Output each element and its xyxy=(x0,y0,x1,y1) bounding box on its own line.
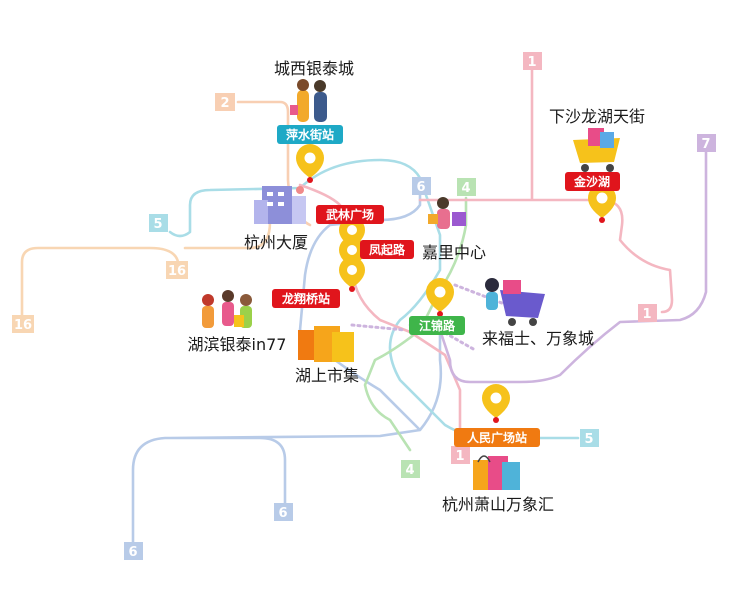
illustration-laifushi-cart xyxy=(485,278,545,326)
line-badge-1-top: 1 xyxy=(523,52,542,70)
illustration-xiasha-cart xyxy=(573,128,620,172)
svg-text:萍水街站: 萍水街站 xyxy=(286,127,334,142)
svg-text:4: 4 xyxy=(405,463,414,478)
svg-text:6: 6 xyxy=(128,545,137,560)
station-tag-fengqi[interactable]: 凤起路 xyxy=(360,240,414,259)
place-label-hangzhou-dasha: 杭州大厦 xyxy=(244,233,308,252)
pin-jinshahu[interactable] xyxy=(588,184,616,223)
line-badge-16-b: 16 xyxy=(12,315,34,333)
illustration-hangzhou-dasha-building xyxy=(254,186,306,224)
line-7 xyxy=(408,150,708,384)
line-badge-6-bottom: 6 xyxy=(124,542,143,560)
svg-text:人民广场站: 人民广场站 xyxy=(467,430,527,445)
place-label-laifushi: 来福士、万象城 xyxy=(482,329,594,348)
svg-text:江锦路: 江锦路 xyxy=(419,318,456,333)
line-6 xyxy=(131,184,443,547)
station-tag-longxiangqiao[interactable]: 龙翔桥站 xyxy=(272,289,340,308)
station-tag-pingshuijie[interactable]: 萍水街站 xyxy=(277,125,343,144)
station-tag-renmin[interactable]: 人民广场站 xyxy=(454,428,540,447)
line-4 xyxy=(363,196,468,452)
line-badge-7: 7 xyxy=(697,134,716,152)
pin-jiangjin[interactable] xyxy=(426,278,454,317)
station-tag-wulin[interactable]: 武林广场 xyxy=(316,205,384,224)
illustration-xiaoshan-bags xyxy=(473,455,520,490)
line-badge-1-bottom: 1 xyxy=(451,446,470,464)
line-badge-16-a: 16 xyxy=(166,261,188,279)
svg-text:16: 16 xyxy=(14,318,32,333)
svg-text:武林广场: 武林广场 xyxy=(326,207,374,222)
line-badge-4-top: 4 xyxy=(457,178,476,196)
svg-text:6: 6 xyxy=(278,506,287,521)
place-label-jiali: 嘉里中心 xyxy=(422,243,486,262)
station-tag-jinshahu[interactable]: 金沙湖 xyxy=(565,172,620,191)
pin-renmin[interactable] xyxy=(482,384,510,423)
svg-text:7: 7 xyxy=(701,137,710,152)
pin-longxiangqiao[interactable] xyxy=(339,257,365,292)
svg-text:5: 5 xyxy=(153,217,162,232)
place-label-xiasha: 下沙龙湖天街 xyxy=(549,107,645,126)
place-label-hubin: 湖滨银泰in77 xyxy=(188,335,287,354)
line-badge-6-mid: 6 xyxy=(274,503,293,521)
illustration-chengxi-shoppers xyxy=(290,79,327,122)
pin-pingshuijie[interactable] xyxy=(296,144,324,183)
line-5 xyxy=(168,158,580,440)
line-badge-6-top: 6 xyxy=(412,177,431,195)
illustration-hubin-crowd xyxy=(202,290,252,328)
svg-text:16: 16 xyxy=(168,264,186,279)
svg-text:1: 1 xyxy=(642,307,651,322)
svg-text:1: 1 xyxy=(455,449,464,464)
place-label-chengxi: 城西银泰城 xyxy=(274,59,354,78)
svg-text:凤起路: 凤起路 xyxy=(369,242,406,257)
line-badge-2: 2 xyxy=(215,93,235,111)
line-16 xyxy=(20,220,272,327)
svg-text:2: 2 xyxy=(220,96,229,111)
line-badge-1-right: 1 xyxy=(638,304,657,322)
svg-text:金沙湖: 金沙湖 xyxy=(573,174,610,189)
svg-text:1: 1 xyxy=(527,55,536,70)
svg-text:5: 5 xyxy=(584,432,593,447)
station-tag-jiangjin[interactable]: 江锦路 xyxy=(409,316,465,335)
svg-text:龙翔桥站: 龙翔桥站 xyxy=(282,291,330,306)
line-badge-4-bottom: 4 xyxy=(401,460,420,478)
illustration-jiali-shopper xyxy=(428,197,466,229)
line-badge-5-right: 5 xyxy=(580,429,599,447)
illustration-hushang-bags xyxy=(298,326,354,362)
svg-text:6: 6 xyxy=(416,180,425,195)
line-badge-5-left: 5 xyxy=(149,214,168,232)
place-label-xiaoshan: 杭州萧山万象汇 xyxy=(442,495,554,514)
svg-text:4: 4 xyxy=(461,181,470,196)
place-label-hushang: 湖上市集 xyxy=(295,366,359,385)
